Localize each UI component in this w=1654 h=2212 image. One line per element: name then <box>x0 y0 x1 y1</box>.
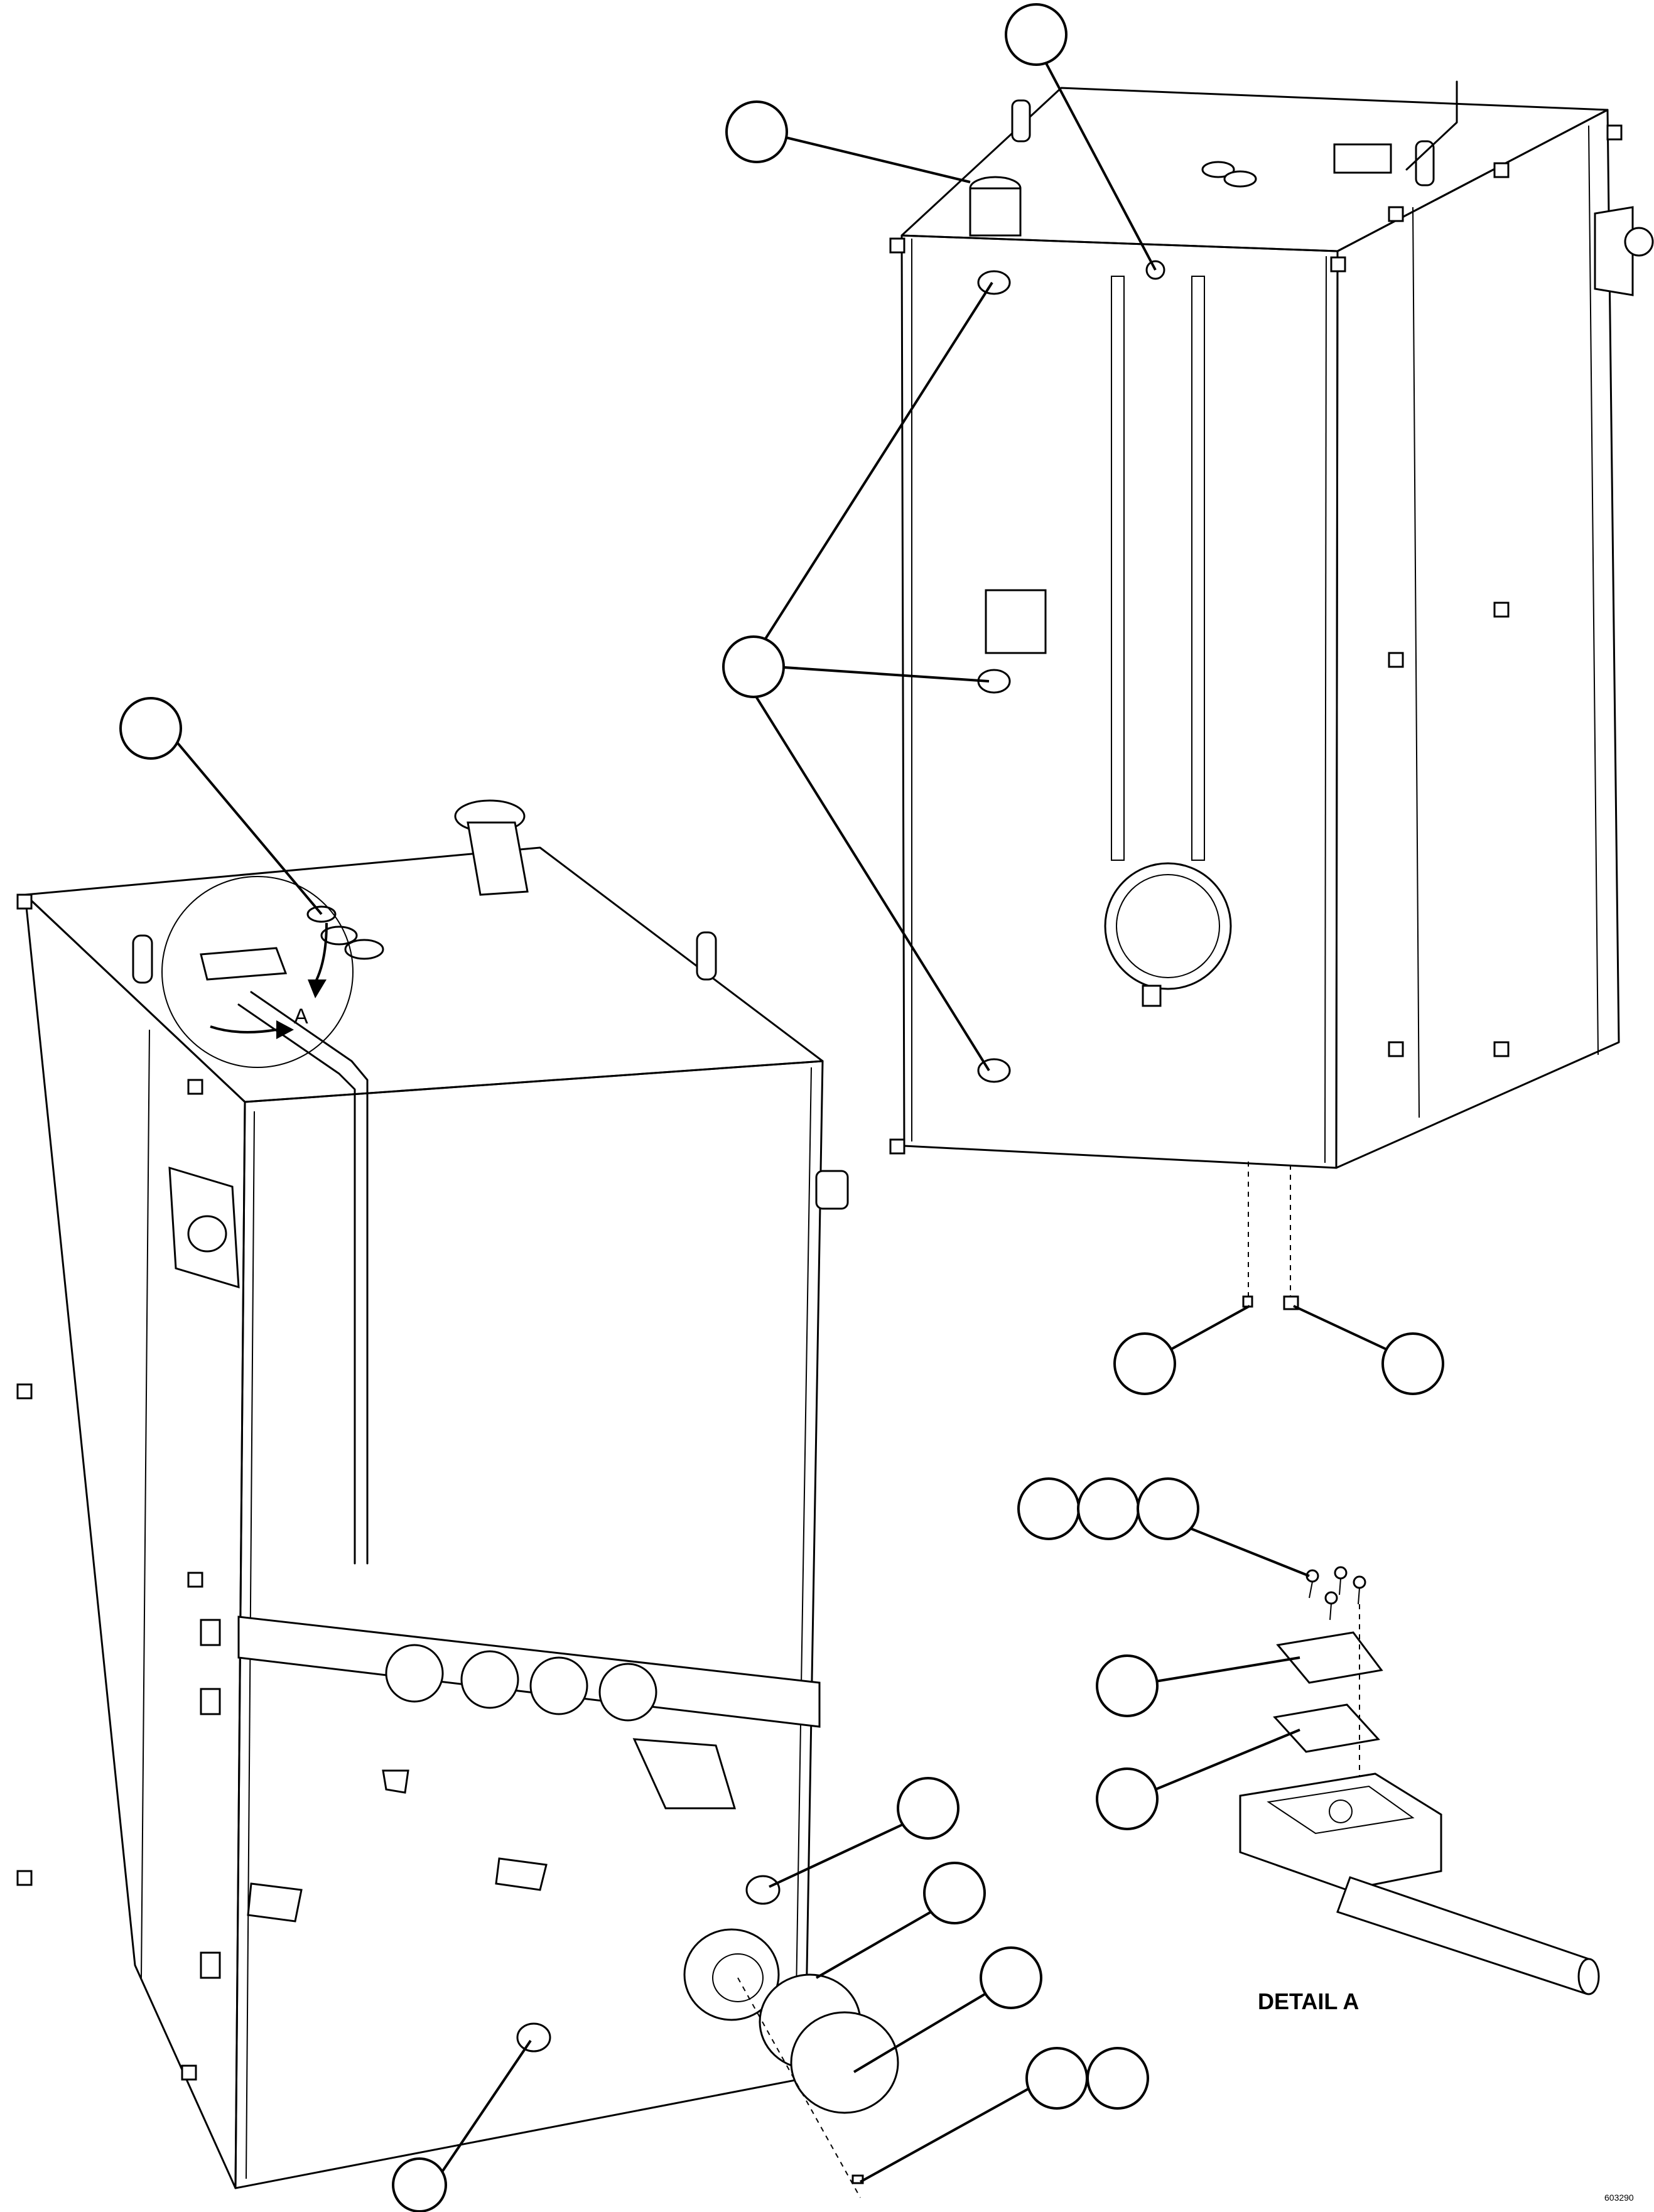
callout-balloon <box>392 2157 447 2212</box>
callout-balloon <box>1025 2047 1088 2110</box>
detail-a-caption: DETAIL A <box>1258 1988 1359 2014</box>
callout-balloon <box>1077 1477 1140 1540</box>
cleanout-cover-parts <box>683 1928 899 2198</box>
callout-balloon <box>923 1862 986 1924</box>
callout-balloon <box>1113 1332 1176 1395</box>
callout-balloon <box>1137 1477 1199 1540</box>
rear-view-tank <box>889 80 1654 1310</box>
callout-balloon <box>1005 3 1068 66</box>
callout-balloon <box>722 635 785 698</box>
callout-balloon <box>1086 2047 1149 2110</box>
callout-balloon <box>1096 1654 1159 1717</box>
figure-code: 603290 <box>1604 2193 1634 2203</box>
front-view-tank: A <box>16 799 849 2189</box>
detail-a-marker: A <box>294 1005 308 1028</box>
leader-lines <box>175 50 1388 2183</box>
callout-balloon <box>1381 1332 1444 1395</box>
callout-balloon <box>1017 1477 1080 1540</box>
callout-balloon <box>980 1946 1042 2009</box>
detail-a-sender-mount: DETAIL A <box>1239 1566 1600 2014</box>
callout-balloon <box>897 1777 959 1840</box>
mounting-screws <box>1305 1566 1366 1621</box>
callout-balloon <box>119 697 182 760</box>
filter-drums <box>385 1644 657 1722</box>
callout-balloon <box>725 100 788 163</box>
callout-balloons <box>119 3 1444 2212</box>
callout-balloon <box>1096 1767 1159 1830</box>
